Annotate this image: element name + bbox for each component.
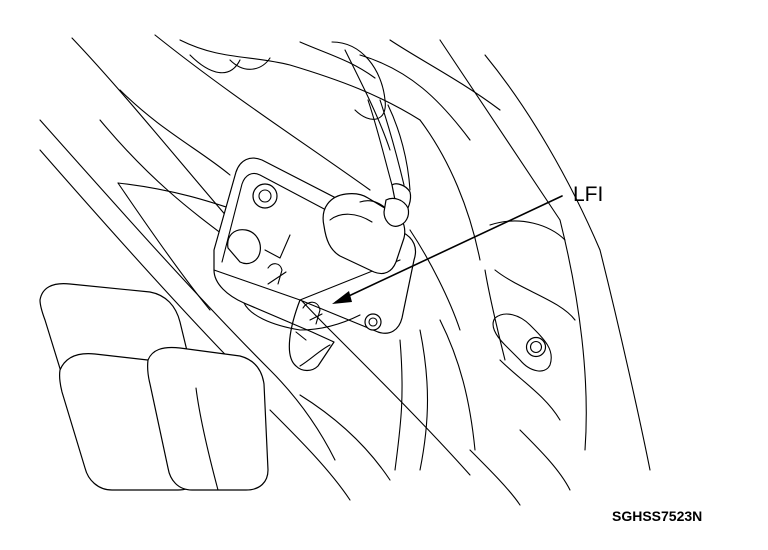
lfi-callout: LFI xyxy=(332,183,603,304)
figure-code: SGHSS7523N xyxy=(612,508,702,524)
rear-mounting-bolt xyxy=(492,313,552,372)
vehicle-body-background xyxy=(39,34,651,506)
callout-arrowhead xyxy=(332,291,352,304)
lfi-antenna-module xyxy=(213,157,417,372)
callout-leader-line xyxy=(335,195,563,303)
lfi-connector xyxy=(322,193,410,275)
callout-label: LFI xyxy=(573,183,603,206)
seat-cushion xyxy=(39,283,269,491)
